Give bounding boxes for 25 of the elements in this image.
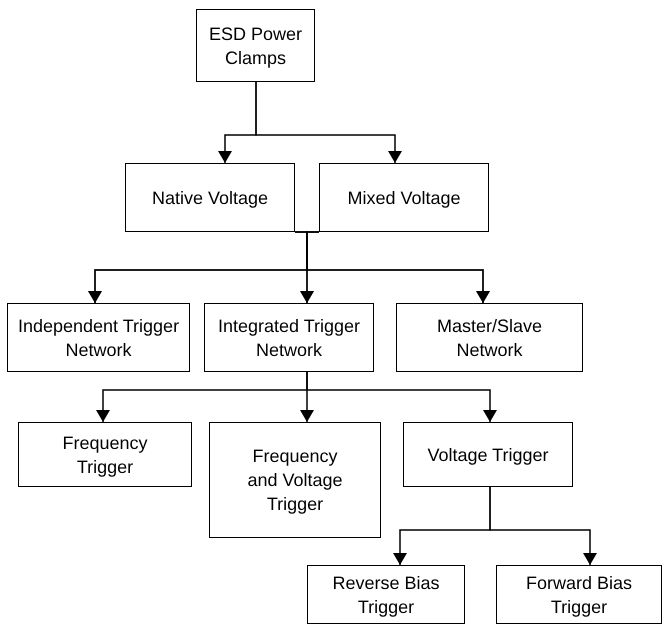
- arrow: [489, 486, 597, 565]
- process-box: [18, 422, 192, 487]
- process-box: [319, 163, 489, 232]
- box-label: Reverse Bias Trigger: [331, 572, 441, 618]
- box-label: Master/Slave Network: [436, 314, 544, 362]
- arrow: [255, 81, 402, 163]
- process-box: [7, 303, 190, 372]
- box-label: Frequency and Voltage Trigger: [246, 445, 344, 516]
- box-label: Voltage Trigger: [427, 444, 549, 466]
- box-label: Integrated Trigger Network: [216, 314, 362, 362]
- box-label: Mixed Voltage: [347, 186, 461, 210]
- process-box: [496, 565, 662, 624]
- process-box: [396, 303, 583, 372]
- box-label: ESD Power Clamps: [208, 22, 304, 70]
- arrow: [306, 371, 497, 422]
- box-label: Independent Trigger Network: [16, 314, 180, 362]
- process-box: [204, 303, 374, 372]
- box-label: Frequency Trigger: [61, 432, 149, 478]
- box-label: Native Voltage: [152, 186, 268, 210]
- box-label: Forward Bias Trigger: [524, 572, 634, 618]
- process-box: [209, 422, 381, 538]
- process-box: [307, 565, 465, 624]
- process-box: [125, 163, 295, 232]
- process-box: [196, 9, 315, 82]
- process-box: [403, 422, 573, 487]
